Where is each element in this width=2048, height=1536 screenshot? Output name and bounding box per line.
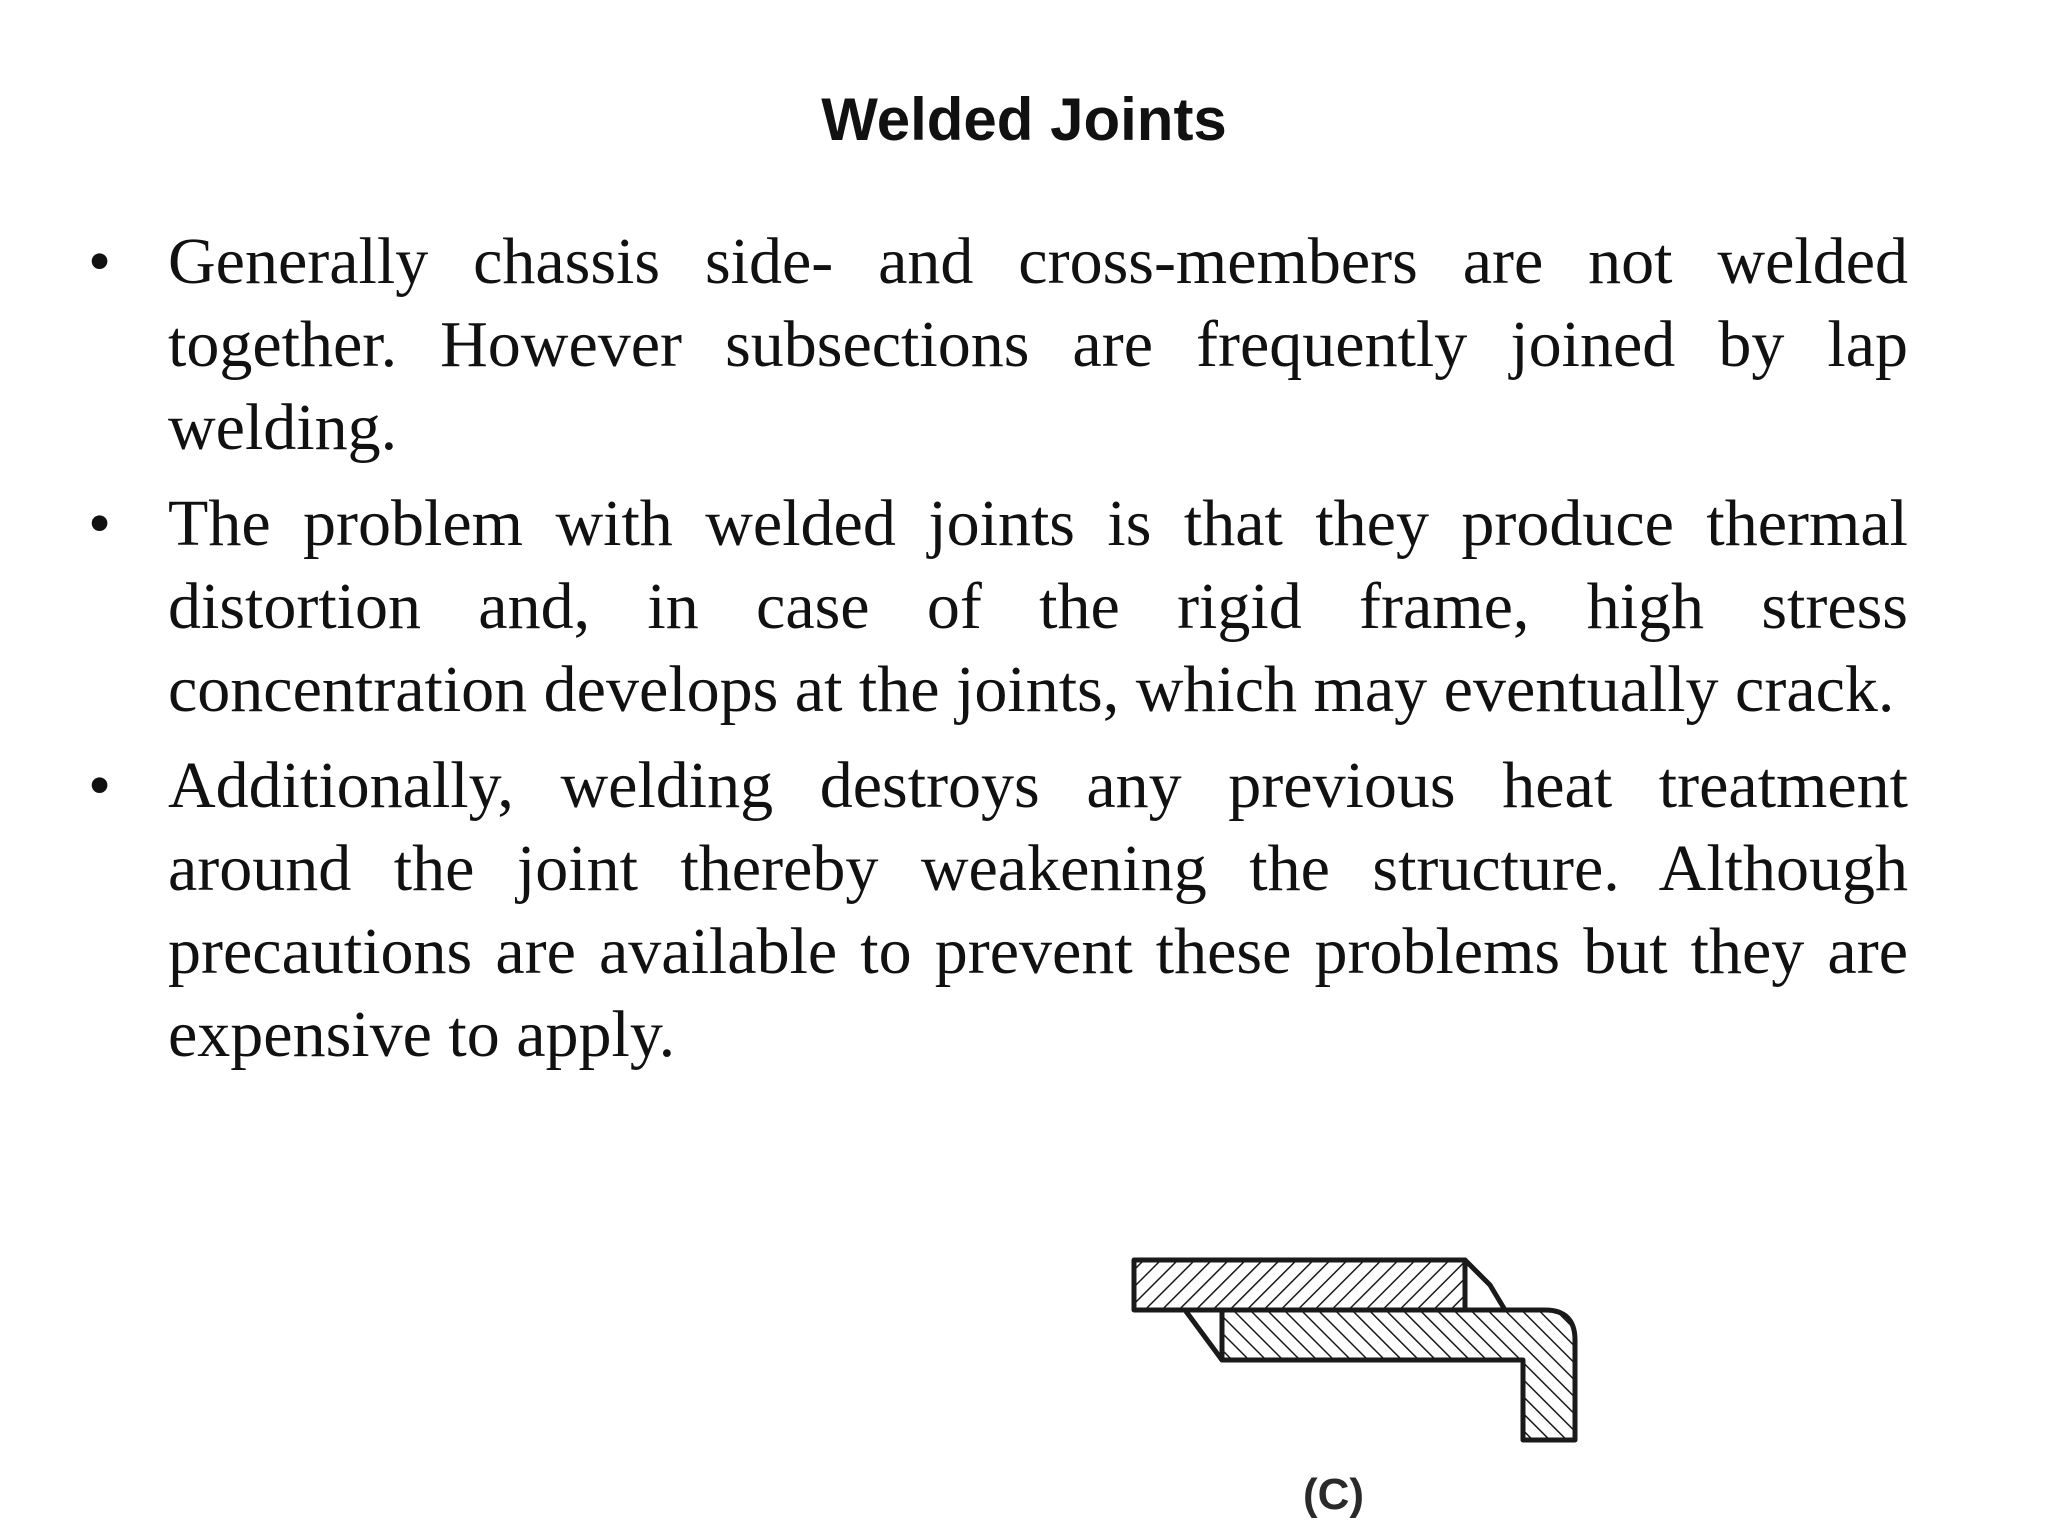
bullet-text: Additionally, welding destroys any previ… (168, 749, 1908, 1071)
figure-caption: (C) (1303, 1470, 1365, 1519)
fillet-weld-right (1462, 1257, 1508, 1313)
upper-plate (1131, 1257, 1468, 1313)
fillet-weld-left (1182, 1307, 1225, 1363)
bullet-text: The problem with welded joints is that t… (168, 487, 1908, 726)
bullet-item: • The problem with welded joints is that… (88, 482, 1908, 731)
bullet-list: • Generally chassis side- and cross-memb… (0, 220, 2048, 1089)
bullet-dot-icon: • (88, 225, 112, 298)
bullet-item: • Additionally, welding destroys any pre… (88, 744, 1908, 1076)
lap-weld-joint-diagram (1131, 1257, 1578, 1443)
slide-title: Welded Joints (821, 86, 1227, 153)
bullet-dot-icon: • (88, 749, 112, 822)
lower-l-member (1219, 1307, 1578, 1443)
bullet-text: Generally chassis side- and cross-member… (168, 225, 1908, 464)
bullet-item: • Generally chassis side- and cross-memb… (88, 220, 1908, 469)
bullet-dot-icon: • (88, 487, 112, 560)
